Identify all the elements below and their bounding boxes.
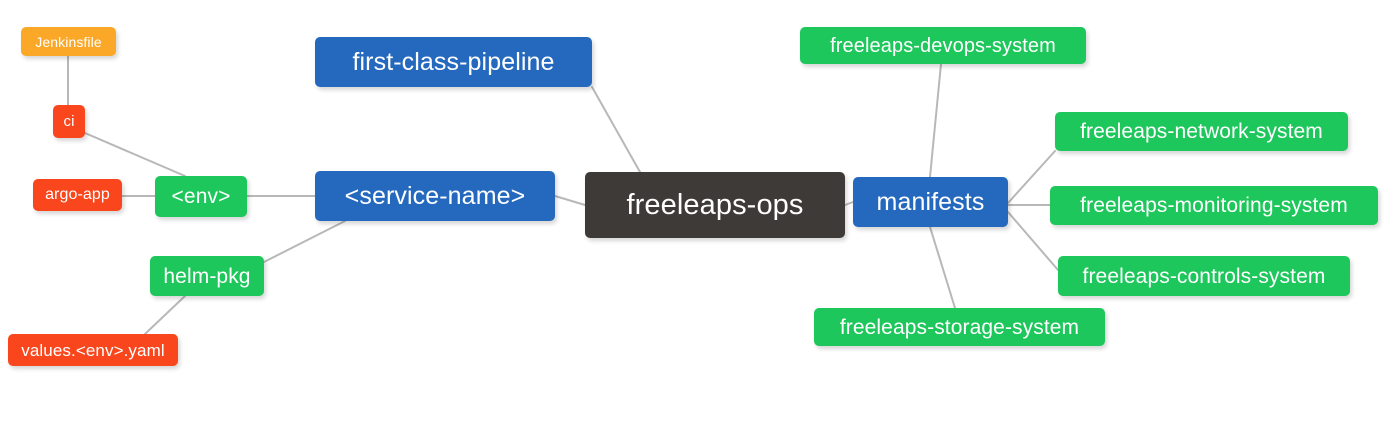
mindmap-node-ci[interactable]: ci <box>53 105 85 138</box>
mindmap-node-freeleaps-network-system[interactable]: freeleaps-network-system <box>1055 112 1348 151</box>
mindmap-node-label: <service-name> <box>344 181 526 210</box>
mindmap-node-service-name[interactable]: <service-name> <box>315 171 555 221</box>
edge-freeleaps-ops-to-first-class-pipeline <box>591 86 641 173</box>
mindmap-node-first-class-pipeline[interactable]: first-class-pipeline <box>315 37 592 87</box>
mindmap-node-label: freeleaps-devops-system <box>830 34 1056 57</box>
mindmap-node-manifests[interactable]: manifests <box>853 177 1008 227</box>
mindmap-node-label: Jenkinsfile <box>35 33 102 50</box>
mindmap-node-argo-app[interactable]: argo-app <box>33 179 122 211</box>
mindmap-node-label: freeleaps-monitoring-system <box>1080 194 1348 217</box>
mindmap-node-helm-pkg[interactable]: helm-pkg <box>150 256 264 296</box>
mindmap-node-label: ci <box>63 113 75 130</box>
mindmap-node-label: freeleaps-ops <box>626 188 804 221</box>
edge-service-name-to-helm-pkg <box>263 220 346 263</box>
mindmap-node-freeleaps-controls-system[interactable]: freeleaps-controls-system <box>1058 256 1350 296</box>
edge-manifests-to-freeleaps-network-system <box>1007 150 1056 204</box>
edge-manifests-to-freeleaps-devops-system <box>929 63 942 178</box>
mindmap-node-jenkinsfile[interactable]: Jenkinsfile <box>21 27 116 56</box>
edge-env-to-ci <box>84 132 186 177</box>
mindmap-node-values-env-yaml[interactable]: values.<env>.yaml <box>8 334 178 366</box>
mindmap-node-label: first-class-pipeline <box>352 47 555 76</box>
mindmap-node-label: helm-pkg <box>163 264 251 288</box>
edge-freeleaps-ops-to-manifests <box>844 201 854 206</box>
mindmap-node-freeleaps-monitoring-system[interactable]: freeleaps-monitoring-system <box>1050 186 1378 225</box>
mindmap-node-label: freeleaps-storage-system <box>839 315 1080 339</box>
mindmap-node-label: argo-app <box>45 186 110 203</box>
mindmap-node-label: freeleaps-controls-system <box>1082 264 1326 288</box>
mindmap-node-freeleaps-devops-system[interactable]: freeleaps-devops-system <box>800 27 1086 64</box>
mindmap-node-label: values.<env>.yaml <box>21 340 165 360</box>
edge-freeleaps-ops-to-service-name <box>554 195 586 206</box>
mindmap-node-env[interactable]: <env> <box>155 176 247 217</box>
mindmap-node-label: manifests <box>876 187 985 216</box>
edge-helm-pkg-to-values-env-yaml <box>144 295 186 335</box>
mindmap-node-label: <env> <box>171 185 231 208</box>
mindmap-node-label: freeleaps-network-system <box>1080 120 1323 143</box>
mindmap-node-freeleaps-storage-system[interactable]: freeleaps-storage-system <box>814 308 1105 346</box>
mindmap-node-freeleaps-ops[interactable]: freeleaps-ops <box>585 172 845 238</box>
edge-manifests-to-freeleaps-storage-system <box>929 226 956 309</box>
